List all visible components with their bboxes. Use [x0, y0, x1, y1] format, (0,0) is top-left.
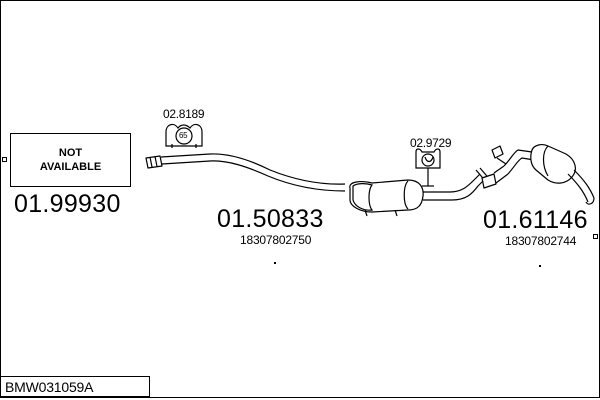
part-number-01-50833: 01.50833 [217, 205, 324, 233]
rear-silencer-drawing [481, 144, 595, 205]
clamp-02-8189-drawing [165, 123, 203, 148]
diagram-id: BMW031059A [5, 379, 94, 395]
oem-number-18307802744: 18307802744 [505, 234, 577, 248]
right-edge-marker [593, 234, 598, 239]
reference-dot [539, 265, 541, 267]
mount-02-9729-drawing [415, 148, 441, 187]
diagram-id-box: BMW031059A [0, 376, 150, 397]
oem-number-18307802750: 18307802750 [240, 233, 312, 247]
not-available-box: NOT AVAILABLE [10, 133, 131, 187]
accessory-number-02-9729: 02.9729 [410, 136, 452, 150]
middle-silencer-drawing [349, 179, 424, 217]
accessory-number-02-8189: 02.8189 [163, 107, 205, 121]
clamp-badge-label: 65 [179, 131, 188, 140]
part-number-01-61146: 01.61146 [483, 206, 588, 234]
not-available-line-1: NOT [58, 147, 83, 159]
part-number-01-99930: 01.99930 [14, 190, 121, 218]
reference-dot [274, 262, 276, 264]
middle-pipe-drawing [145, 153, 346, 192]
left-edge-marker [2, 157, 7, 162]
outlet-pipe-drawing [423, 167, 493, 201]
not-available-line-2: AVAILABLE [39, 161, 102, 173]
